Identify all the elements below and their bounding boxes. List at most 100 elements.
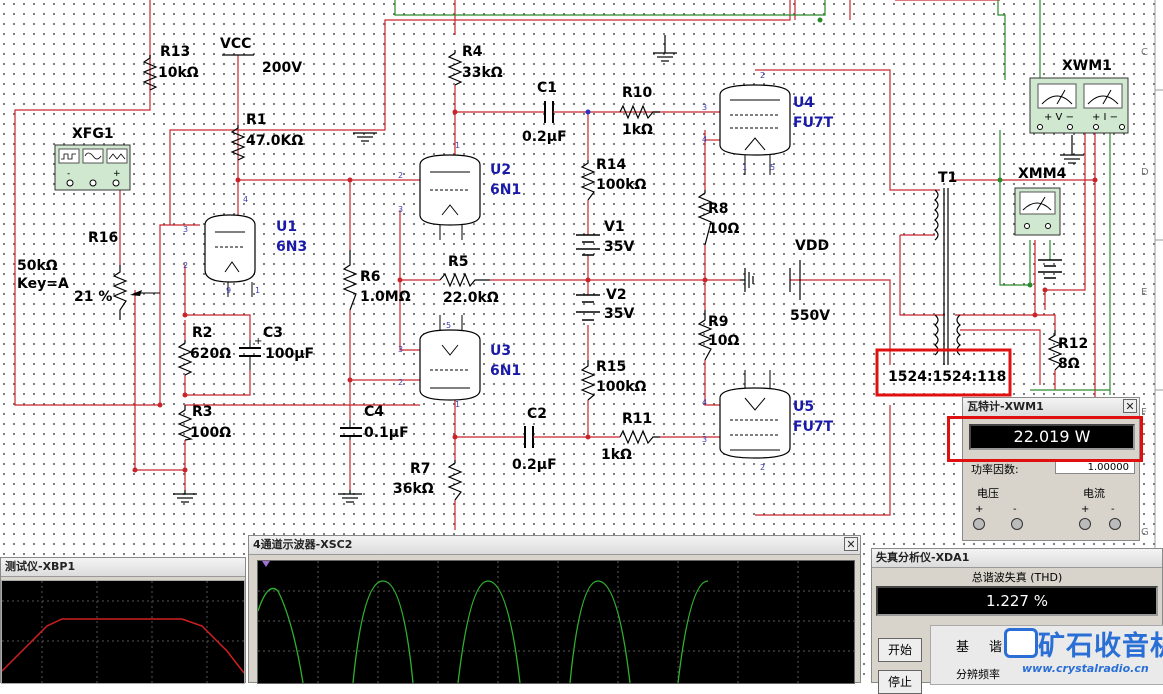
ruler-f: F [1141,407,1147,418]
xwm1-label: XWM1 [1062,58,1112,74]
r12-value: 8Ω [1058,356,1080,372]
r8-symbol[interactable] [697,190,713,246]
function-generator-xfg1[interactable]: -+ [54,144,131,191]
voltage-plus-terminal-icon[interactable] [973,518,985,530]
svg-text:1: 1 [742,163,747,172]
r13-value: 10kΩ [158,65,199,81]
watermark-cn: 矿石收音机 [1038,631,1163,662]
u1-ref: U1 [276,219,297,235]
r16-ref: R16 [88,230,118,246]
transformer-t1[interactable] [934,188,961,365]
r12-symbol[interactable] [1047,330,1063,371]
c3-ref: C3 [263,325,283,341]
u4-type: FU7T [793,115,834,131]
r4-symbol[interactable] [447,50,463,86]
vcc-ref: VCC [220,36,251,52]
bode-titlebar[interactable]: 测试仪-XBP1 [1,558,245,577]
junctions [132,109,1098,473]
svg-text:3: 3 [702,435,707,444]
r2-ref: R2 [192,325,213,341]
start-button-label: 开始 [887,643,912,657]
wattmeter-symbol-xwm1[interactable]: + V −+ I − [1029,77,1129,134]
r16-key: Key=A [17,276,69,292]
r7-symbol[interactable] [447,460,463,501]
wattmeter-close-button[interactable]: ✕ [1123,399,1137,413]
r13-symbol[interactable] [142,55,158,91]
r5-value: 22.0kΩ [443,290,499,306]
oscilloscope-window[interactable]: 4通道示波器-XSC2 ✕ [248,535,861,684]
voltage-plus: + [975,504,984,515]
r10-ref: R10 [622,85,653,101]
ruler-g: G [1141,527,1149,538]
distortion-titlebar[interactable]: 失真分析仪-XDA1 [872,549,1162,568]
svg-text:4: 4 [702,135,707,144]
wattmeter-titlebar[interactable]: 瓦特计-XWM1 ✕ [963,398,1139,417]
tubes[interactable] [204,84,791,459]
r1-ref: R1 [246,112,267,128]
wattmeter-window[interactable]: 瓦特计-XWM1 ✕ 22.019 W 功率因数: 1.00000 电压 电流 … [962,397,1140,541]
r14-symbol[interactable] [580,160,596,201]
distortion-analyzer-window[interactable]: 失真分析仪-XDA1 总谐波失真 (THD) 1.227 % 开始 停止 基 谐… [871,548,1163,694]
v1-value: 35V [604,239,634,255]
u5-ref: U5 [793,399,814,415]
r2-value: 620Ω [190,346,231,362]
t1-ratio: 1524:1524:118 [888,369,1006,385]
v1-ref: V1 [604,219,625,235]
current-plus-terminal-icon[interactable] [1079,518,1091,530]
svg-text:+ I −: + I − [1092,112,1118,123]
base-label: 基 [956,640,970,655]
r6-symbol[interactable] [342,250,358,311]
start-button[interactable]: 开始 [878,638,922,662]
r4-value: 33kΩ [462,65,503,81]
oscilloscope-close-button[interactable]: ✕ [844,537,858,551]
green-wires [394,0,1111,395]
r8-value: 10Ω [708,221,739,237]
r16-symbol[interactable] [112,265,128,320]
r15-value: 100kΩ [596,379,647,395]
watermark-url: www.crystalradio.cn [1022,662,1149,675]
svg-text:2: 2 [760,71,765,80]
ratio-highlight-box [875,348,1012,397]
c2-ref: C2 [527,406,547,422]
r10-symbol[interactable] [619,104,660,120]
stop-button-label: 停止 [887,675,912,689]
red-wires [14,0,1096,530]
thd-label: 总谐波失真 (THD) [971,571,1063,584]
capacitors[interactable] [239,101,554,448]
r16-percent: 21 % [74,289,112,305]
oscilloscope-titlebar[interactable]: 4通道示波器-XSC2 ✕ [249,536,860,555]
c1-ref: C1 [537,80,557,96]
c3-value: 100μF [265,346,314,362]
distortion-settings-panel: 基 谐 分辨频率 [930,625,1163,685]
power-display: 22.019 W [969,424,1135,450]
bode-plotter-window[interactable]: 测试仪-XBP1 [0,557,246,684]
u2-ref: U2 [490,162,511,178]
r9-symbol[interactable] [697,310,713,361]
svg-text:2: 2 [398,378,403,387]
svg-text:5: 5 [446,321,451,330]
r11-symbol[interactable] [619,429,660,445]
multimeter-xmm4[interactable] [1014,187,1061,236]
r15-ref: R15 [596,359,626,375]
r9-value: 10Ω [708,333,739,349]
stop-button[interactable]: 停止 [878,670,922,694]
r7-value: 36kΩ [393,481,434,497]
bode-display [1,580,245,684]
batteries[interactable] [576,234,1062,321]
r15-symbol[interactable] [580,360,596,401]
xmm4-label: XMM4 [1018,166,1067,182]
r6-ref: R6 [360,269,381,285]
r3-symbol[interactable] [177,405,194,441]
svg-text:1: 1 [455,141,460,150]
svg-text:+: + [254,336,262,347]
svg-text:-: - [67,169,70,179]
current-minus-terminal-icon[interactable] [1109,518,1121,530]
r2-symbol[interactable] [177,340,193,376]
r3-ref: R3 [192,404,213,420]
r1-symbol[interactable] [230,125,246,161]
voltage-minus-terminal-icon[interactable] [1011,518,1023,530]
vdd-value: 550V [790,308,830,324]
u4-ref: U4 [793,95,814,111]
r5-symbol[interactable] [439,272,490,288]
